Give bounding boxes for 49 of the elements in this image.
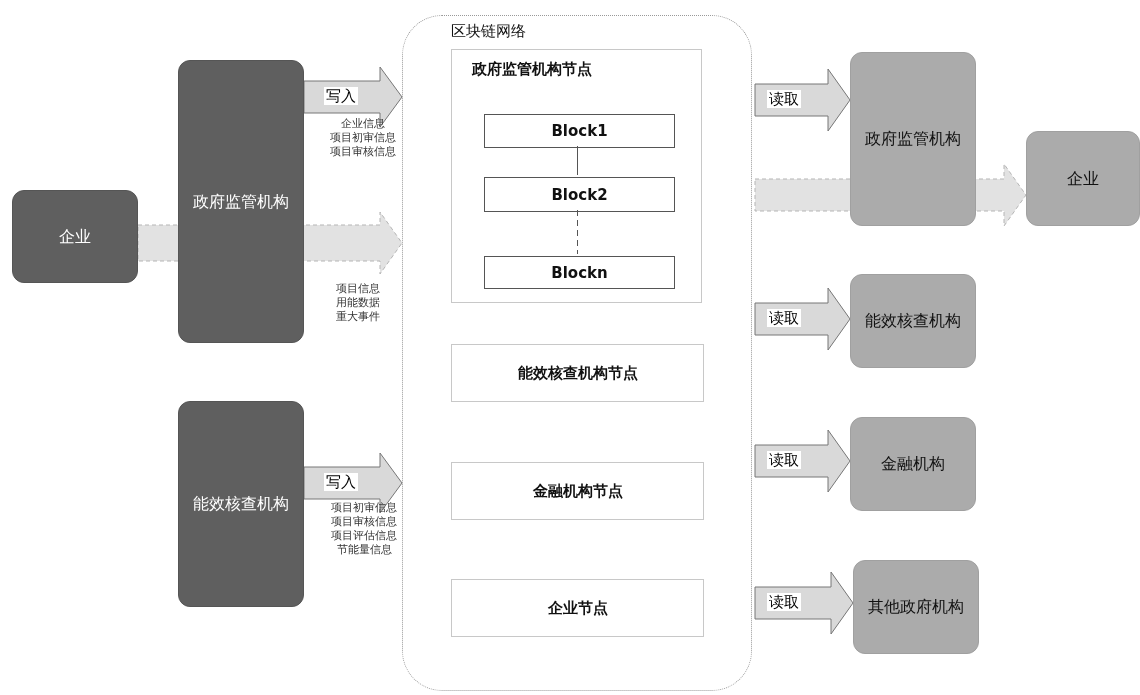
data-list: 项目初审信息 bbox=[331, 501, 397, 515]
organization-box bbox=[853, 560, 979, 654]
data-list: 用能数据 bbox=[336, 296, 380, 310]
organization-box bbox=[850, 274, 976, 368]
block-box bbox=[484, 177, 675, 212]
node-title: 企业 bbox=[58, 226, 92, 247]
node-title: 企业 bbox=[1066, 168, 1100, 189]
node-title: 其他政府机构 bbox=[867, 597, 965, 617]
data-list: 企业信息 bbox=[341, 117, 385, 131]
node-title: 能效核查机构 bbox=[864, 311, 962, 331]
data-list: 重大事件 bbox=[336, 310, 380, 324]
data-list: 项目审核信息 bbox=[331, 515, 397, 529]
node-title: 区块链网络 bbox=[451, 22, 526, 41]
connector bbox=[577, 145, 578, 176]
edge-label: 写入 bbox=[324, 87, 358, 105]
node-title: Blockn bbox=[550, 263, 609, 282]
dashed-connector bbox=[577, 209, 578, 255]
node-box bbox=[451, 462, 704, 520]
organization-box bbox=[850, 52, 976, 226]
node-title: 能效核查机构 bbox=[192, 494, 290, 514]
node-title: 政府监管机构 bbox=[192, 191, 290, 212]
node-box bbox=[451, 579, 704, 637]
node-title: 金融机构节点 bbox=[531, 481, 624, 501]
data-list: 节能量信息 bbox=[336, 543, 392, 557]
organization-box bbox=[178, 60, 304, 343]
data-list: 项目信息 bbox=[336, 282, 380, 296]
data-list: 项目审核信息 bbox=[330, 145, 396, 159]
edge-label: 读取 bbox=[767, 90, 801, 108]
block-box bbox=[484, 256, 675, 289]
node-title: 政府监管机构节点 bbox=[472, 60, 592, 79]
organization-box bbox=[850, 417, 976, 511]
data-list: 项目初审信息 bbox=[330, 131, 396, 145]
organization-box bbox=[12, 190, 138, 283]
node-title: 企业节点 bbox=[546, 598, 609, 618]
node-title: 政府监管机构 bbox=[864, 129, 962, 149]
edge-label: 写入 bbox=[324, 473, 358, 491]
edge-label: 读取 bbox=[767, 593, 801, 611]
node-title: Block2 bbox=[550, 185, 609, 204]
node-panel bbox=[451, 49, 702, 303]
organization-box bbox=[1026, 131, 1140, 226]
organization-box bbox=[178, 401, 304, 607]
edge-label: 读取 bbox=[767, 309, 801, 327]
node-box bbox=[451, 344, 704, 402]
node-title: 能效核查机构节点 bbox=[516, 363, 639, 383]
node-title: 金融机构 bbox=[880, 454, 946, 474]
data-list: 项目评估信息 bbox=[331, 529, 397, 543]
edge-label: 读取 bbox=[767, 451, 801, 469]
block-box bbox=[484, 114, 675, 148]
node-title: Block1 bbox=[550, 121, 609, 141]
